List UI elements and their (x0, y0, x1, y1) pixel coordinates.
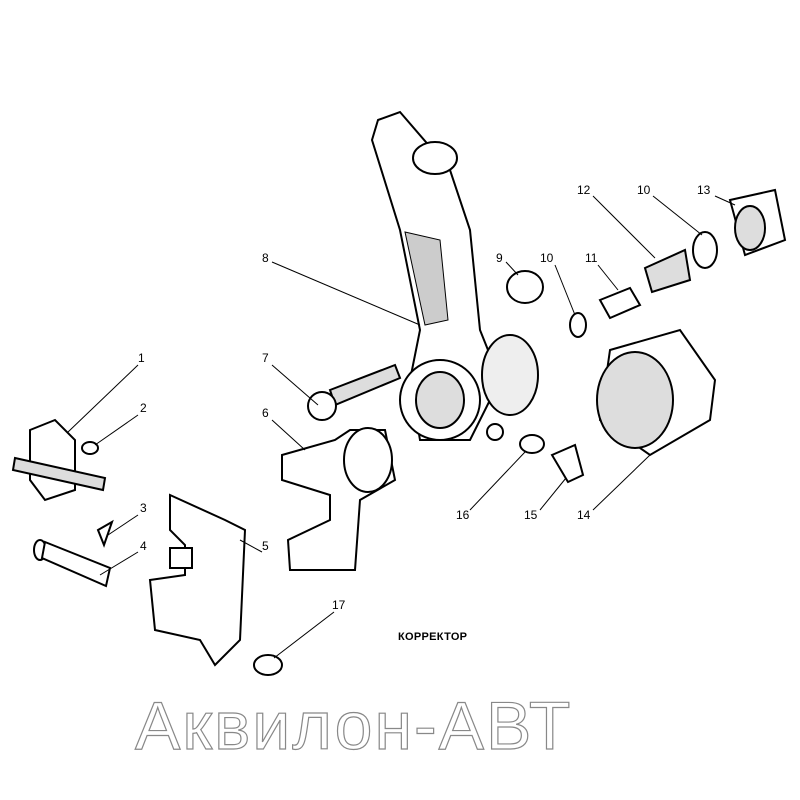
callout-1: 1 (138, 351, 145, 365)
part-13-plug (728, 188, 787, 257)
part-11-plunger (598, 286, 642, 320)
part-3-cotter-pin (96, 519, 114, 548)
callout-10a: 10 (540, 251, 554, 265)
callout-17: 17 (332, 598, 346, 612)
callout-7: 7 (262, 351, 269, 365)
part-12-spring (643, 248, 692, 294)
part-5-fork (148, 493, 247, 667)
callout-13: 13 (697, 183, 711, 197)
callout-15: 15 (524, 508, 538, 522)
callout-8: 8 (262, 251, 269, 265)
callout-11: 11 (585, 251, 598, 265)
part-6-bracket (281, 427, 397, 571)
part-8-lever (370, 110, 539, 441)
part-7-bolt (307, 363, 402, 421)
callout-6: 6 (262, 406, 269, 420)
part-9-nut (506, 270, 544, 304)
part-4-pin (33, 539, 112, 588)
callout-2: 2 (140, 401, 147, 415)
part-2-ring (81, 441, 99, 455)
callout-10b: 10 (637, 183, 651, 197)
part-1-block (11, 418, 107, 502)
part-15-screw (550, 443, 585, 484)
part-14-cap (596, 328, 717, 457)
callout-12: 12 (577, 183, 591, 197)
callout-3: 3 (140, 501, 147, 515)
callout-16: 16 (456, 508, 470, 522)
callout-5: 5 (262, 539, 269, 553)
callout-14: 14 (577, 508, 591, 522)
part-17-washer (253, 654, 283, 676)
leader-lines (67, 195, 736, 659)
part-16-ring (519, 434, 545, 454)
diagram-title: КОРРЕКТОР (398, 631, 468, 643)
part-10-washer-b (692, 231, 718, 269)
watermark: Аквилон-АВТ (134, 688, 573, 764)
callout-4: 4 (140, 539, 147, 553)
callout-9: 9 (496, 251, 503, 265)
part-10-washer-a (569, 312, 587, 338)
